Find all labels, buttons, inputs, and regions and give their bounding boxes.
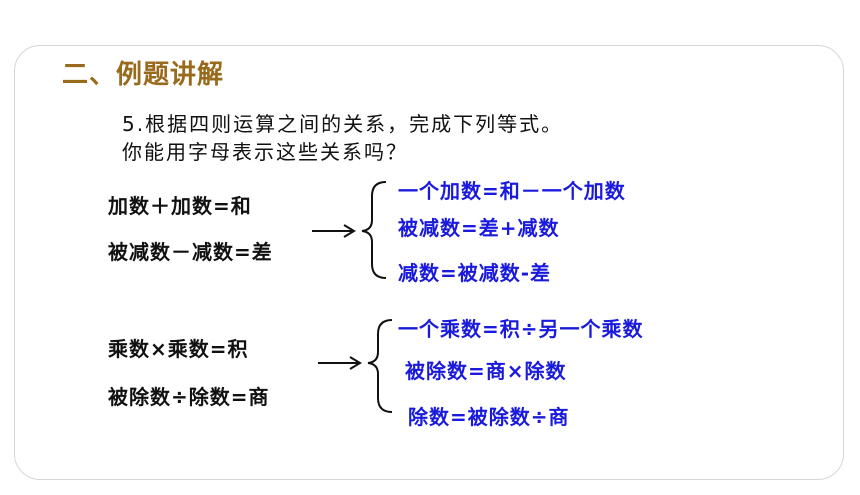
formula-multiplication: 乘数×乘数=积 xyxy=(108,337,249,361)
derived-divisor: 除数=被除数÷商 xyxy=(408,405,570,429)
slide-frame xyxy=(14,45,844,480)
formula-addition: 加数＋加数=和 xyxy=(108,194,252,218)
section-title: 二、例题讲解 xyxy=(62,60,225,90)
brace-icon-add-sub xyxy=(361,181,387,279)
question-line-2: 你能用字母表示这些关系吗？ xyxy=(122,140,408,164)
derived-dividend: 被除数=商×除数 xyxy=(405,359,567,383)
derived-subtrahend: 减数=被减数-差 xyxy=(398,261,552,285)
arrow-icon-add-sub xyxy=(312,224,356,238)
formula-subtraction: 被减数－减数=差 xyxy=(108,240,273,264)
arrow-icon-mul-div xyxy=(318,356,362,370)
formula-division: 被除数÷除数=商 xyxy=(108,385,270,409)
derived-addend: 一个加数=和－一个加数 xyxy=(398,179,626,203)
derived-minuend: 被减数=差+减数 xyxy=(398,216,560,240)
brace-icon-mul-div xyxy=(367,319,393,413)
derived-factor: 一个乘数=积÷另一个乘数 xyxy=(398,317,644,341)
question-line-1: 5.根据四则运算之间的关系，完成下列等式。 xyxy=(122,112,564,136)
